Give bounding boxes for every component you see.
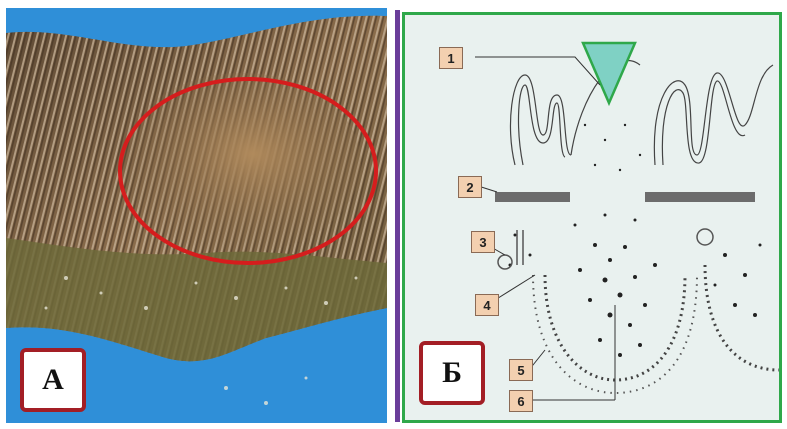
panel-b-label: Б — [419, 341, 485, 405]
panel-a-label: А — [20, 348, 86, 412]
label-2: 2 — [458, 176, 482, 198]
vessels — [498, 229, 713, 269]
muscle-band-right — [645, 192, 755, 202]
label-5: 5 — [509, 359, 533, 381]
follicle-outline-right — [705, 265, 779, 370]
label-1: 1 — [439, 47, 463, 69]
panel-divider — [395, 10, 400, 422]
leader-lines — [475, 57, 615, 400]
mucosa-photo-panel: А — [6, 8, 387, 423]
villi — [510, 61, 773, 165]
label-4: 4 — [475, 294, 499, 316]
schematic-panel: 1 2 3 4 5 6 Б — [402, 12, 782, 423]
label-6: 6 — [509, 390, 533, 412]
lymphocyte-dots — [509, 124, 762, 357]
label-3: 3 — [471, 231, 495, 253]
muscle-band-left — [495, 192, 570, 202]
